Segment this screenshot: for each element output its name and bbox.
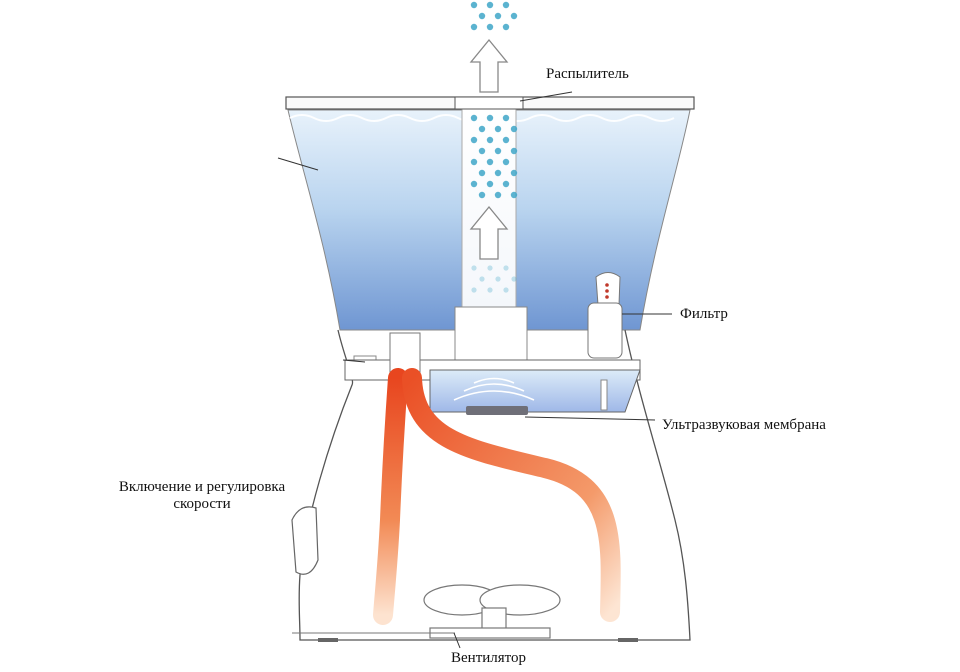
filter-cartridge [587, 272, 623, 411]
mist-dot [478, 12, 486, 20]
mist-dot [487, 287, 493, 293]
mist-dot [510, 147, 518, 155]
sprayer-nozzle [454, 96, 524, 110]
membrane-ripples [453, 377, 535, 401]
mist-dot [486, 136, 494, 144]
mist-dot [470, 23, 478, 31]
mist-dot [502, 1, 510, 9]
mist-dots [470, 1, 518, 293]
mist-dot [502, 180, 510, 188]
fan [423, 584, 561, 639]
mist-dot [503, 287, 509, 293]
mist-dot [470, 114, 478, 122]
mist-dot [486, 1, 494, 9]
mist-dot [478, 125, 486, 133]
mist-dot [470, 158, 478, 166]
mist-dot [478, 169, 486, 177]
mist-dot [502, 136, 510, 144]
column-base [454, 306, 528, 363]
housing-body [298, 329, 691, 641]
mist-dot [471, 265, 477, 271]
mist-dot [503, 265, 509, 271]
mist-dot [495, 276, 501, 282]
water-tray [429, 369, 641, 413]
mist-dot [510, 125, 518, 133]
mist-dot [502, 158, 510, 166]
leader-lines [277, 91, 672, 649]
mist-dot [470, 1, 478, 9]
mist-dot [470, 180, 478, 188]
mist-dot [478, 191, 486, 199]
mist-dot [486, 158, 494, 166]
mist-dot [471, 287, 477, 293]
mist-dot [511, 276, 517, 282]
foot-left [318, 638, 338, 642]
mist-dot [478, 147, 486, 155]
ultrasonic-membrane [466, 406, 528, 415]
airflow-left [373, 368, 408, 625]
mist-dot [487, 265, 493, 271]
mist-dot [486, 180, 494, 188]
mist-dot [510, 12, 518, 20]
mist-dot [486, 23, 494, 31]
mist-dot [470, 136, 478, 144]
mist-dot [502, 23, 510, 31]
label-fan: Вентилятор [451, 650, 527, 666]
power-speed-knob [291, 506, 319, 575]
mist-dot [494, 125, 502, 133]
mist-arrow-upper [469, 38, 509, 93]
label-filter: Фильтр [680, 306, 728, 322]
mist-dot [494, 12, 502, 20]
mist-dot [494, 169, 502, 177]
mist-dot [494, 147, 502, 155]
mist-dot [486, 114, 494, 122]
label-sprayer: Распылитель [546, 66, 629, 82]
mist-dot [494, 191, 502, 199]
label-membrane: Ультразвуковая мембрана [662, 417, 826, 433]
mist-arrow-lower [469, 205, 509, 260]
mist-dot [502, 114, 510, 122]
mist-dot [479, 276, 485, 282]
label-power-speed: Включение и регулировка скорости [118, 479, 286, 512]
foot-right [618, 638, 638, 642]
mist-dot [510, 169, 518, 177]
mist-dot [510, 191, 518, 199]
airflow-right [402, 368, 621, 622]
